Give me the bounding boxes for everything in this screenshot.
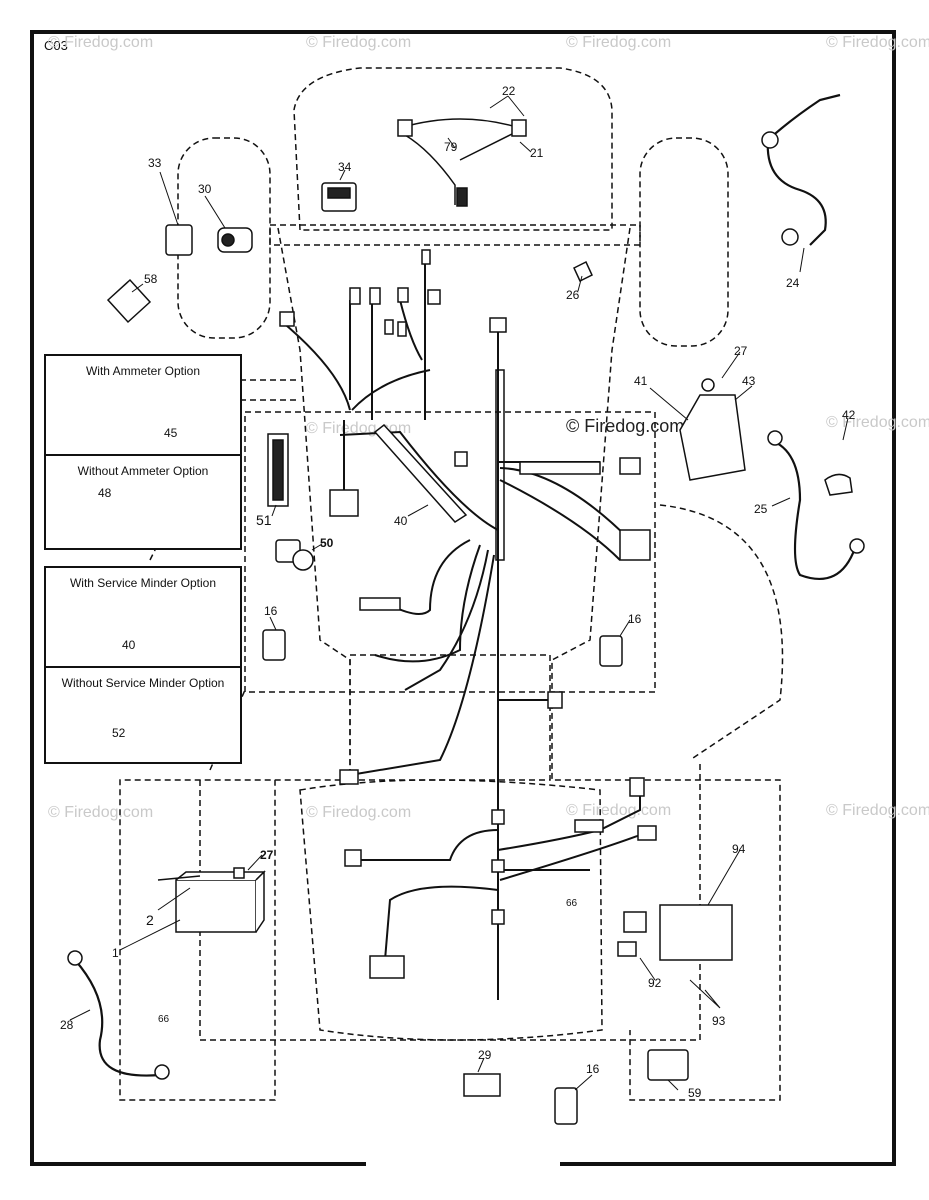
service-minder-option-box: With Service Minder Option 40 Without Se… — [44, 566, 242, 764]
callout-66-left: 66 — [158, 1014, 170, 1025]
harness-connectors — [279, 249, 657, 925]
cable-terminals — [67, 131, 865, 1080]
callout-1: 1 — [112, 946, 119, 960]
ammeter-option-box: With Ammeter Option 45 Without Ammeter O… — [44, 354, 242, 550]
callout-43: 43 — [742, 374, 756, 388]
callout-94: 94 — [732, 842, 746, 856]
callout-26: 26 — [566, 288, 580, 302]
watermark: © Firedog.com — [306, 804, 412, 821]
callout-16-left: 16 — [264, 604, 278, 618]
watermark: © Firedog.com — [48, 804, 154, 821]
callout-59: 59 — [688, 1086, 702, 1100]
callout-79: 79 — [444, 140, 458, 154]
watermark: © Firedog.com — [826, 34, 929, 51]
callout-16-bottom: 16 — [586, 1062, 600, 1076]
watermark: © Firedog.com — [826, 802, 929, 819]
with-service-minder-section: With Service Minder Option 40 — [46, 568, 240, 666]
with-ammeter-section: With Ammeter Option 45 — [46, 356, 240, 454]
frame-bottom-right — [560, 1162, 896, 1166]
callout-34: 34 — [338, 160, 352, 174]
frame-bottom-left — [30, 1162, 366, 1166]
watermark: © Firedog.com — [306, 34, 412, 51]
with-ammeter-title: With Ammeter Option — [85, 364, 201, 378]
callout-28: 28 — [60, 1018, 74, 1032]
diagram-code: C03 — [44, 38, 68, 53]
watermark-main: © Firedog.com — [566, 416, 685, 436]
callout-58: 58 — [144, 272, 158, 286]
callout-22: 22 — [502, 84, 516, 98]
watermark: © Firedog.com — [566, 802, 672, 819]
callout-52: 52 — [112, 726, 126, 740]
callout-41: 41 — [634, 374, 648, 388]
callout-24: 24 — [786, 276, 800, 290]
callout-2: 2 — [146, 912, 154, 928]
callout-40: 40 — [122, 638, 136, 652]
main-harness — [279, 260, 641, 1000]
callout-66-center: 66 — [566, 898, 578, 909]
without-ammeter-title: Without Ammeter Option — [77, 464, 209, 478]
callout-27-battery: 27 — [260, 848, 274, 862]
without-service-minder-title: Without Service Minder Option — [61, 676, 225, 690]
callout-21: 21 — [530, 146, 544, 160]
callout-40-harness: 40 — [394, 514, 408, 528]
callout-45: 45 — [164, 426, 178, 440]
diagram-frame — [30, 30, 896, 1165]
watermark: © Firedog.com — [48, 34, 154, 51]
callout-42: 42 — [842, 408, 856, 422]
callout-48: 48 — [98, 486, 112, 500]
callout-16-right: 16 — [628, 612, 642, 626]
leader-lines — [69, 95, 849, 1091]
callout-51: 51 — [256, 512, 272, 528]
without-ammeter-section: Without Ammeter Option 48 — [46, 454, 240, 550]
callout-50: 50 — [320, 536, 334, 550]
watermark: © Firedog.com — [566, 34, 672, 51]
callout-27-top: 27 — [734, 344, 748, 358]
callout-30: 30 — [198, 182, 212, 196]
watermark: © Firedog.com — [826, 414, 929, 431]
callout-92: 92 — [648, 976, 662, 990]
callout-25: 25 — [754, 502, 768, 516]
callout-29: 29 — [478, 1048, 492, 1062]
callout-93: 93 — [712, 1014, 726, 1028]
with-service-minder-title: With Service Minder Option — [69, 576, 217, 590]
callout-33: 33 — [148, 156, 162, 170]
without-service-minder-section: Without Service Minder Option 52 — [46, 666, 240, 764]
